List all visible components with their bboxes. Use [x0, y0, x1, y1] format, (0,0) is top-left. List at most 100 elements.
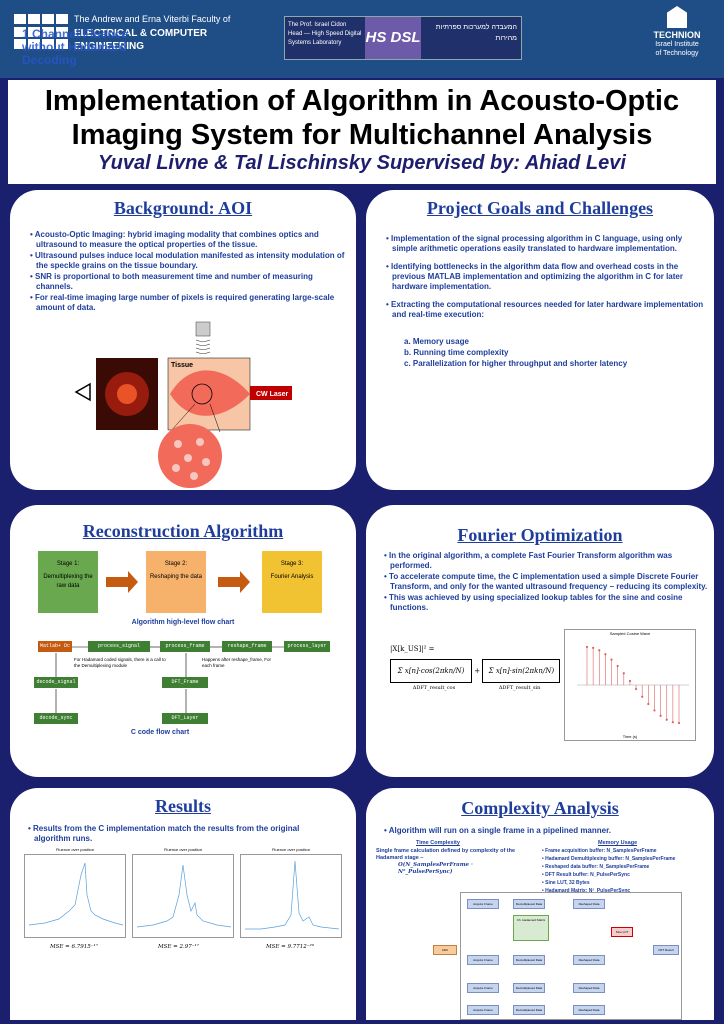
goals-bullets: Implementation of the signal processing …	[378, 234, 708, 321]
results-bullet: Results from the C implementation match …	[28, 824, 328, 844]
node-process-frame: process_frame	[160, 641, 210, 652]
arrow-icon	[106, 571, 138, 593]
node-decode-sync: decode_sync	[34, 713, 78, 724]
stage3-title: Stage 3:	[280, 561, 304, 567]
fourier-bullets: In the original algorithm, a complete Fa…	[376, 551, 714, 614]
fourier-bullet: To accelerate compute time, the C implem…	[384, 572, 714, 592]
hsdsl-mid: HS DSL	[365, 17, 421, 59]
fourier-bullet: In the original algorithm, a complete Fa…	[384, 551, 714, 571]
goals-subitem: c. Parallelization for higher throughput…	[404, 359, 628, 368]
arrow-icon	[218, 571, 250, 593]
title-box: Implementation of Algorithm in Acousto-O…	[8, 80, 716, 184]
result-plot-line	[245, 860, 340, 930]
stem-marker	[622, 672, 625, 675]
mem-item: Hadamard Matrix: N²_PulsePerSync	[542, 888, 712, 895]
mem-item: DFT Result buffer: N_PulsePerSync	[542, 872, 712, 879]
diagram-sine: Sine LUT	[611, 927, 633, 937]
cosine-plot-xlabel: Time (s)	[622, 734, 638, 739]
stage1-text: Demultiplexing the raw data	[43, 574, 93, 589]
stage2-box: Stage 2: Reshaping the data	[146, 551, 206, 613]
goals-subitem: b. Running time complexity	[404, 348, 509, 357]
background-bullets: Acousto-Optic Imaging: hybrid imaging mo…	[22, 230, 348, 314]
diagram-acq: Acquire Frame	[467, 899, 499, 909]
eye-icon	[74, 382, 91, 402]
diagram-demux: Demultiplexed Data	[513, 1005, 545, 1015]
technion-emblem-icon	[667, 6, 687, 28]
node-matlab: Matlab+ Dc	[38, 641, 72, 652]
stage2-title: Stage 2:	[164, 561, 188, 567]
diagram-center: Ch. Hadamard Matrix	[513, 915, 549, 941]
node-process-layer: process_layer	[284, 641, 330, 652]
poster-title: Implementation of Algorithm in Acousto-O…	[44, 85, 680, 151]
transducer-icon	[195, 321, 211, 337]
diagram-acq: Acquire Frame	[467, 983, 499, 993]
result-plot-3: Fluence over position	[240, 847, 342, 938]
stem-marker	[616, 664, 619, 668]
background-bullet: For real-time imaging large number of pi…	[30, 293, 348, 313]
mem-item: Hadamard Demultiplexing buffer: N_Sample…	[542, 856, 712, 863]
mem-items: Frame acquisition buffer: N_SamplesPerFr…	[534, 848, 712, 896]
usc-grid-icon	[14, 14, 70, 50]
hsdsl-right: המעבדה למערכות ספרתיות מהירות	[421, 17, 521, 59]
recon-note1: For Hadamard coded signals, there is a c…	[74, 657, 166, 668]
goals-title: Project Goals and Challenges	[426, 198, 654, 218]
result-plot-title: Fluence over position	[55, 847, 95, 852]
diagram-demux: Demultiplexed Data	[513, 983, 545, 993]
stem-marker	[653, 709, 656, 712]
stage1-box: Stage 1: Demultiplexing the raw data	[38, 551, 98, 613]
panel-fourier: Fourier Optimization In the original alg…	[366, 505, 714, 777]
technion-sub1: Israel Institute	[655, 41, 699, 48]
diagram-input: ADC	[433, 945, 457, 955]
node-dft-frame: DFT_Frame	[162, 677, 208, 688]
formula-sin-box: Σ x[n]·sin(2πkn/N)	[482, 659, 561, 683]
diagram-reshaped: Reshaped Data	[573, 955, 605, 965]
stem-marker	[665, 718, 668, 721]
usc-line1: The Andrew and Erna Viterbi Faculty of	[74, 14, 231, 24]
background-bullet: Acousto-Optic Imaging: hybrid imaging mo…	[30, 230, 348, 250]
stage1-title: Stage 1:	[56, 561, 80, 567]
cosine-stems	[577, 645, 689, 725]
panel-background: Background: AOI Acousto-Optic Imaging: h…	[10, 190, 356, 490]
background-bullet: SNR is proportional to both measurement …	[30, 272, 348, 292]
header-bar: The Andrew and Erna Viterbi Faculty of E…	[0, 0, 724, 78]
node-dft-layer: DFT_Layer	[162, 713, 208, 724]
stem-marker	[641, 695, 644, 698]
goals-bullet: Extracting the computational resources n…	[386, 300, 708, 320]
result-plot-title: Fluence over position	[163, 847, 203, 852]
result-plot-1: Fluence over position	[24, 847, 126, 938]
laser-label: CW Laser	[256, 391, 289, 398]
poster-authors: Yuval Livne & Tal Lischinsky Supervised …	[98, 152, 626, 174]
stem-marker	[671, 721, 674, 724]
fourier-bullet: This was achieved by using specialized l…	[384, 593, 714, 613]
result-plot-2: Fluence over position	[132, 847, 234, 938]
stage3-text: Fourier Analysis	[270, 574, 314, 580]
recon-note2: Happens after reshape_frame, For each fr…	[202, 657, 272, 668]
diagram-reshaped: Reshaped Data	[573, 983, 605, 993]
diagram-demux: Demultiplexed Data	[513, 955, 545, 965]
complexity-bullets: Algorithm will run on a single frame in …	[376, 826, 684, 837]
goals-subitem: a. Memory usage	[404, 337, 469, 346]
hsdsl-left: The Prof. Israel Cidon Head — High Speed…	[285, 17, 365, 59]
result-plot-line	[136, 864, 232, 928]
usc-line3: ENGINEERING	[74, 41, 145, 52]
complexity-title: Complexity Analysis	[461, 798, 619, 818]
aoi-illustration: Tissue CW Laser	[74, 321, 292, 488]
node-reshape-frame: reshape_frame	[222, 641, 272, 652]
recon-caption2: C code flow chart	[130, 729, 190, 736]
panel-goals: Project Goals and Challenges Implementat…	[366, 190, 714, 490]
reconstruction-title: Reconstruction Algorithm	[82, 521, 284, 541]
result-plot-title: Fluence over position	[271, 847, 311, 852]
stem-marker	[659, 714, 662, 717]
result-mse-1: MSE = 6.7915⁻¹⁷	[50, 944, 99, 950]
recon-arrows	[55, 571, 284, 713]
stem-marker	[628, 679, 632, 683]
stem-marker	[592, 646, 595, 649]
light-distribution	[170, 370, 250, 416]
tissue-label: Tissue	[171, 362, 193, 369]
hsdsl-logo: The Prof. Israel Cidon Head — High Speed…	[284, 16, 522, 60]
goals-bullet: Identifying bottlenecks in the algorithm…	[386, 262, 708, 292]
time-formula: O(N_SamplesPerFrame · N²_PulsePerSync)	[398, 862, 473, 875]
ghost-overlay-text: 1 Channel Fluence without Hadamard Decod…	[22, 27, 129, 67]
cosine-plot: Sampled Cosine Wave Time (s)	[564, 629, 696, 741]
results-bullets: Results from the C implementation match …	[20, 824, 328, 845]
